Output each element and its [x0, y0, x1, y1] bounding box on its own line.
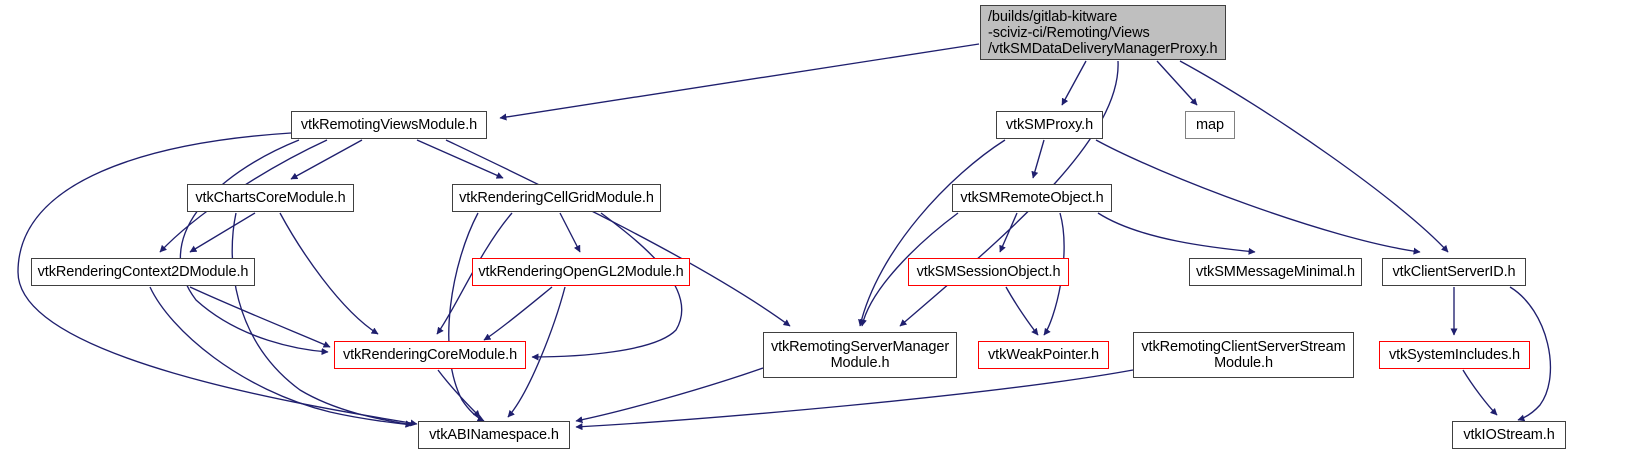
node-vtkrenderingcoremodule[interactable]: vtkRenderingCoreModule.h [334, 341, 526, 369]
node-label: vtkSMSessionObject.h [916, 264, 1061, 280]
node-label: vtkRenderingContext2DModule.h [37, 264, 249, 280]
node-label: vtkSystemIncludes.h [1388, 347, 1521, 363]
node-label: vtkRemotingServerManager Module.h [770, 339, 950, 371]
node-vtkclientserverid[interactable]: vtkClientServerID.h [1382, 258, 1526, 286]
node-label: vtkWeakPointer.h [988, 347, 1099, 363]
node-label: vtkSMMessageMinimal.h [1195, 264, 1356, 280]
node-vtksmsessionobject[interactable]: vtkSMSessionObject.h [908, 258, 1069, 286]
node-root-vtksmdatadeliverymanagerproxy: /builds/gitlab-kitware -sciviz-ci/Remoti… [980, 5, 1226, 60]
node-vtkiostream[interactable]: vtkIOStream.h [1452, 421, 1566, 449]
node-vtkremotingservermanagermodule[interactable]: vtkRemotingServerManager Module.h [763, 332, 957, 378]
node-label: vtkRemotingViewsModule.h [300, 117, 478, 133]
node-vtksmremoteobject[interactable]: vtkSMRemoteObject.h [952, 184, 1112, 212]
node-vtkchartscoremodule[interactable]: vtkChartsCoreModule.h [187, 184, 354, 212]
node-label: vtkRenderingCellGridModule.h [459, 190, 654, 206]
node-label: map [1196, 117, 1224, 133]
node-label: vtkChartsCoreModule.h [195, 190, 346, 206]
node-vtkrenderingopengl2module[interactable]: vtkRenderingOpenGL2Module.h [472, 258, 690, 286]
node-label: vtkRenderingOpenGL2Module.h [478, 264, 684, 280]
node-vtkweakpointer[interactable]: vtkWeakPointer.h [978, 341, 1109, 369]
node-label: vtkABINamespace.h [429, 427, 559, 443]
node-label: vtkRenderingCoreModule.h [342, 347, 518, 363]
node-vtkrenderingcellgridmodule[interactable]: vtkRenderingCellGridModule.h [452, 184, 661, 212]
node-label: vtkSMRemoteObject.h [960, 190, 1104, 206]
node-label: /builds/gitlab-kitware -sciviz-ci/Remoti… [988, 8, 1218, 57]
node-vtksmmessageminimal[interactable]: vtkSMMessageMinimal.h [1189, 258, 1362, 286]
node-vtkrenderingcontext2dmodule[interactable]: vtkRenderingContext2DModule.h [31, 258, 255, 286]
node-vtkremotingclientserverstreammodule[interactable]: vtkRemotingClientServerStream Module.h [1133, 332, 1354, 378]
node-label: vtkSMProxy.h [1005, 117, 1094, 133]
node-map: map [1185, 111, 1235, 139]
node-label: vtkIOStream.h [1463, 427, 1555, 443]
node-vtkremotingviewsmodule[interactable]: vtkRemotingViewsModule.h [291, 111, 487, 139]
node-vtksmproxy[interactable]: vtkSMProxy.h [996, 111, 1103, 139]
node-label: vtkClientServerID.h [1392, 264, 1516, 280]
node-label: vtkRemotingClientServerStream Module.h [1141, 339, 1346, 371]
node-vtkabinamespace[interactable]: vtkABINamespace.h [418, 421, 570, 449]
node-vtksystemincludes[interactable]: vtkSystemIncludes.h [1379, 341, 1530, 369]
